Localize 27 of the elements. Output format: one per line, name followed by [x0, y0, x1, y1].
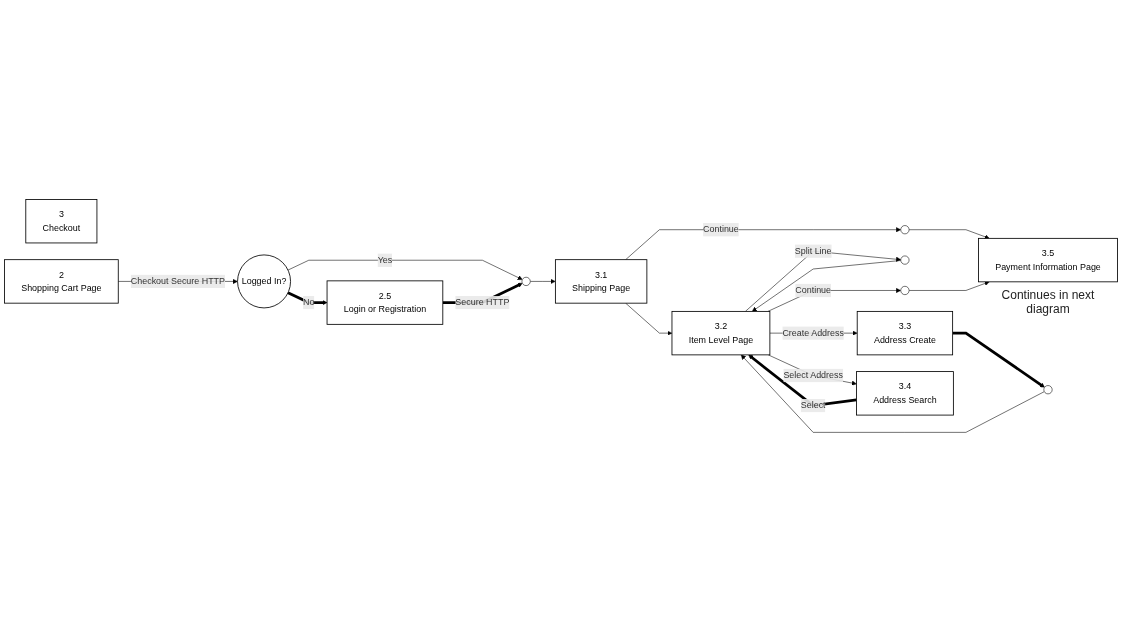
- node-box: 3.3 Address Create: [856, 311, 954, 356]
- node-circle: [521, 277, 531, 286]
- edge-label: Split Line: [794, 246, 832, 256]
- edge-label: No: [303, 297, 315, 308]
- arrow: [952, 331, 1045, 388]
- node-circle: [900, 286, 910, 295]
- edge-label: Create Address: [782, 328, 844, 338]
- note-text: Continues in next diagram: [1000, 287, 1096, 316]
- node-circle: [900, 225, 910, 235]
- edge-label: Select: [800, 400, 826, 411]
- edge-label: Yes: [377, 255, 393, 265]
- node-box: 3.2 Item Level Page: [671, 311, 771, 356]
- node-box: 2.5 Login or Registration: [326, 280, 444, 325]
- edge-label: Checkout Secure HTTP: [130, 276, 225, 286]
- node-box: 3 Checkout: [25, 199, 98, 244]
- node-box: 2 Shopping Cart Page: [4, 259, 119, 304]
- edge-label: Continue: [703, 224, 739, 235]
- arrow: [748, 354, 857, 408]
- edge-label: Continue: [795, 285, 832, 296]
- edge-label: Secure HTTP: [455, 297, 510, 308]
- edge-label: Select Address: [783, 370, 843, 381]
- node-box: 3.5 Payment Information Page: [978, 238, 1118, 283]
- node-box: 3.4 Address Search: [856, 371, 954, 416]
- node-circle: Logged In?: [237, 254, 291, 309]
- node-box: 3.1 Shipping Page: [554, 259, 648, 304]
- node-circle: [1043, 385, 1053, 395]
- node-circle: [900, 255, 910, 265]
